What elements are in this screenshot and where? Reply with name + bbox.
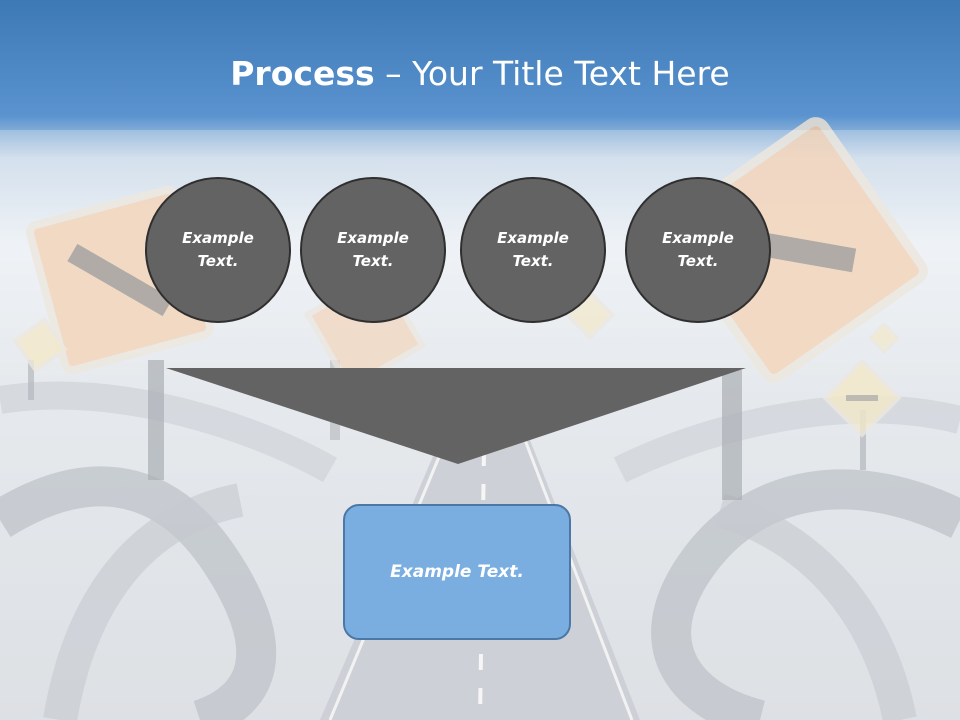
step-circle-1: Example Text. <box>145 177 291 323</box>
result-label: Example Text. <box>390 562 524 582</box>
step-circle-4: Example Text. <box>625 177 771 323</box>
step-label-2: Example Text. <box>328 227 418 273</box>
step-circle-2: Example Text. <box>300 177 446 323</box>
result-box: Example Text. <box>343 504 571 640</box>
step-label-3: Example Text. <box>488 227 578 273</box>
step-label-4: Example Text. <box>653 227 743 273</box>
step-circle-3: Example Text. <box>460 177 606 323</box>
step-label-1: Example Text. <box>173 227 263 273</box>
